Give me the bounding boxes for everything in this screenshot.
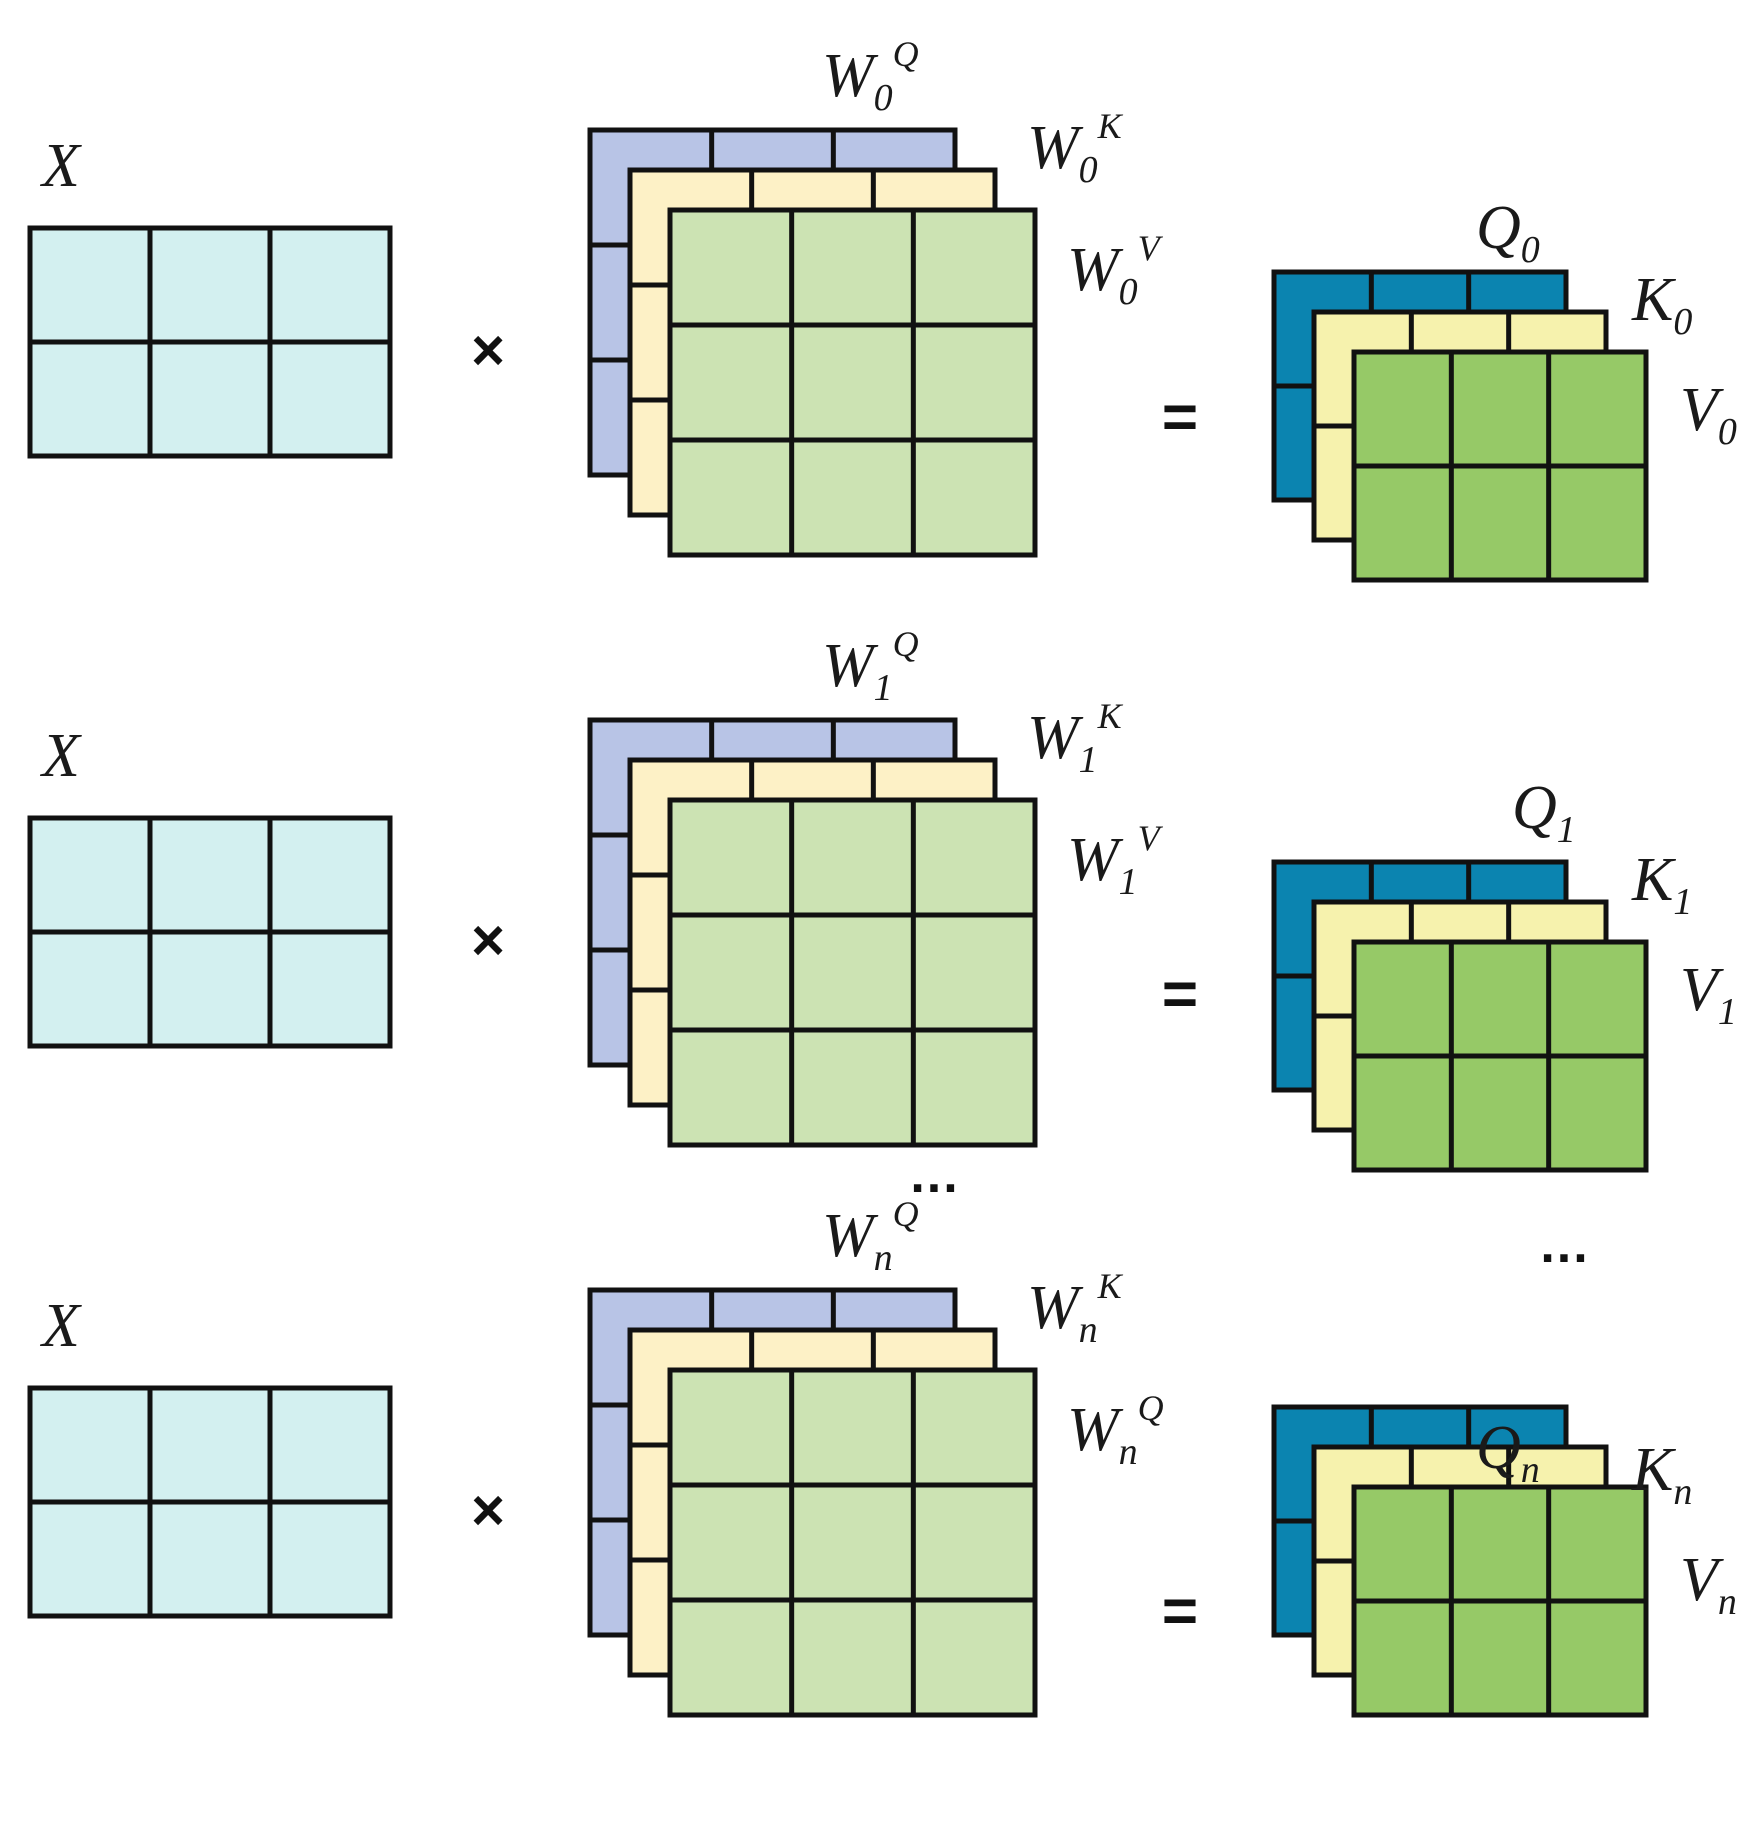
input-matrix-label: X (39, 132, 82, 200)
weight-label-v: WnQ (1067, 1388, 1164, 1473)
output-label-q: Q1 (1512, 774, 1576, 851)
output-matrix-v (1351, 1484, 1649, 1718)
output-label-k-subscript: n (1673, 1471, 1692, 1513)
weight-label-q-subscript: 1 (874, 667, 893, 709)
weight-label-q: WnQ (822, 1194, 919, 1279)
output-label-v-base: V (1680, 956, 1724, 1024)
weight-label-v-subscript: 1 (1119, 861, 1138, 903)
weight-label-v-subscript: n (1119, 1431, 1138, 1473)
output-label-k-base: K (1631, 1436, 1677, 1504)
weight-label-q-subscript: 0 (874, 77, 893, 119)
weight-label-k-subscript: n (1079, 1309, 1098, 1351)
weight-label-v-subscript: 0 (1119, 271, 1138, 313)
weight-label-q-base: W (822, 42, 879, 110)
weight-label-v-superscript: Q (1138, 1388, 1164, 1428)
weight-label-k-superscript: K (1097, 696, 1124, 736)
output-label-k-subscript: 1 (1673, 881, 1692, 923)
weight-label-k-superscript: K (1097, 1266, 1124, 1306)
weight-label-q-superscript: Q (893, 1194, 919, 1234)
output-label-q: Q0 (1476, 194, 1540, 271)
weight-label-k: WnK (1027, 1266, 1124, 1351)
input-matrix-x (27, 1385, 393, 1619)
multiply-sign: × (471, 1478, 505, 1543)
output-label-k: Kn (1631, 1436, 1692, 1513)
weight-label-k: W0K (1027, 106, 1124, 191)
weight-label-k-superscript: K (1097, 106, 1124, 146)
input-matrix-label: X (39, 722, 82, 790)
weight-label-v: W0V (1067, 228, 1164, 313)
output-label-k-base: K (1631, 266, 1677, 334)
output-label-k: K0 (1631, 266, 1692, 343)
weight-matrix-v (667, 797, 1038, 1148)
output-label-q-base: Q (1476, 194, 1521, 262)
weight-label-q: W1Q (822, 624, 919, 709)
equals-sign: = (1162, 960, 1198, 1029)
weight-label-k-subscript: 0 (1079, 149, 1098, 191)
weight-label-q-base: W (822, 632, 879, 700)
weight-matrix-v (667, 1367, 1038, 1718)
weight-label-k-subscript: 1 (1079, 739, 1098, 781)
weight-label-v-base: W (1067, 1396, 1124, 1464)
weight-label-q: W0Q (822, 34, 919, 119)
output-label-v-base: V (1680, 1546, 1724, 1614)
weight-label-v-base: W (1067, 826, 1124, 894)
output-matrix-v (1351, 939, 1649, 1173)
weight-matrix-v-frame (667, 1367, 1038, 1718)
weight-label-q-superscript: Q (893, 624, 919, 664)
weight-matrix-v-frame (667, 797, 1038, 1148)
weight-label-q-superscript: Q (893, 34, 919, 74)
output-label-v: V1 (1680, 956, 1737, 1033)
weight-matrix-v (667, 207, 1038, 558)
multiply-sign: × (471, 318, 505, 383)
multiply-sign: × (471, 908, 505, 973)
output-label-q-base: Q (1476, 1414, 1521, 1482)
weight-label-q-subscript: n (874, 1237, 893, 1279)
input-matrix-label: X (39, 1292, 82, 1360)
weight-label-v-superscript: V (1138, 818, 1164, 858)
output-label-v-base: V (1680, 376, 1724, 444)
weight-label-k-base: W (1027, 1274, 1084, 1342)
output-label-k: K1 (1631, 846, 1692, 923)
input-matrix-x (27, 815, 393, 1049)
ellipsis-outputs: ... (1540, 1216, 1589, 1274)
weight-label-k: W1K (1027, 696, 1124, 781)
output-label-k-base: K (1631, 846, 1677, 914)
output-label-v-subscript: n (1718, 1581, 1737, 1623)
output-matrix-v (1351, 349, 1649, 583)
weight-label-v: W1V (1067, 818, 1164, 903)
input-matrix-x (27, 225, 393, 459)
ellipsis-weights: ... (910, 1146, 959, 1204)
equals-sign: = (1162, 1577, 1198, 1646)
output-label-q: Qn (1476, 1414, 1540, 1491)
output-label-q-subscript: 1 (1557, 809, 1576, 851)
output-label-v: V0 (1680, 376, 1737, 453)
output-label-v-subscript: 0 (1718, 411, 1737, 453)
output-label-v: Vn (1680, 1546, 1737, 1623)
output-label-q-subscript: n (1521, 1449, 1540, 1491)
output-label-q-subscript: 0 (1521, 229, 1540, 271)
weight-label-k-base: W (1027, 704, 1084, 772)
output-label-q-base: Q (1512, 774, 1557, 842)
weight-label-k-base: W (1027, 114, 1084, 182)
weight-label-v-base: W (1067, 236, 1124, 304)
weight-label-q-base: W (822, 1202, 879, 1270)
equals-sign: = (1162, 383, 1198, 452)
weight-label-v-superscript: V (1138, 228, 1164, 268)
weight-matrix-v-frame (667, 207, 1038, 558)
output-label-k-subscript: 0 (1673, 301, 1692, 343)
output-label-v-subscript: 1 (1718, 991, 1737, 1033)
